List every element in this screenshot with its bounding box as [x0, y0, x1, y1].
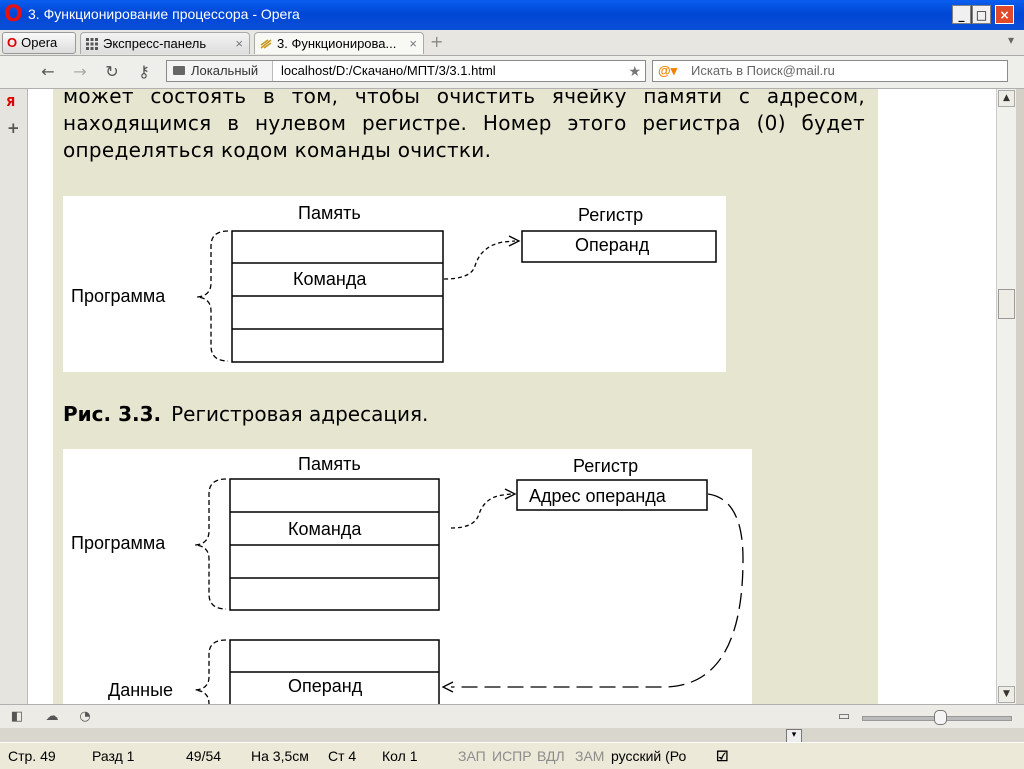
tab-label: 3. Функционирова... [277, 36, 397, 51]
url-text[interactable]: localhost/D:/Скачано/МПТ/3/3.1.html [281, 63, 496, 78]
window-title-bar: O 3. Функционирование процессора - Opera… [0, 0, 1024, 30]
navigation-bar: ← → ↻ ⚷ Локальный localhost/D:/Скачано/М… [0, 56, 1024, 89]
close-window-button[interactable]: × [995, 5, 1014, 24]
new-tab-button[interactable]: + [430, 32, 444, 51]
overtype-indicator[interactable]: ЗАМ [575, 748, 605, 764]
turbo-gauge-icon[interactable]: ◔ [79, 709, 91, 724]
cursor-position: На 3,5см [251, 748, 309, 764]
tab-speed-dial[interactable]: Экспресс-панель × [80, 32, 250, 54]
section-number: Разд 1 [92, 748, 135, 764]
tab-list-chevron-icon[interactable]: ▾ [1007, 33, 1014, 47]
view-mode-icon[interactable]: ▭ [837, 709, 851, 724]
close-tab-icon[interactable]: × [235, 36, 243, 51]
operand-data-cell: Операнд [288, 676, 363, 696]
memory-label: Память [298, 454, 361, 474]
memory-label: Память [298, 203, 361, 223]
spelling-check-icon[interactable]: ☑ [716, 748, 729, 764]
page-count: 49/54 [186, 748, 222, 764]
opera-o-icon: O [7, 35, 18, 50]
computer-icon [173, 66, 185, 75]
word-status-bar: Стр. 49 Разд 1 49/54 На 3,5см Ст 4 Кол 1… [0, 742, 1024, 769]
tab-current-page[interactable]: 3. Функционирова... × [254, 32, 424, 54]
minimize-button[interactable]: _ [952, 5, 971, 24]
local-label: Локальный [191, 63, 259, 78]
rec-indicator[interactable]: ЗАП [458, 748, 486, 764]
tab-label: Экспресс-панель [103, 36, 207, 51]
command-cell: Команда [288, 519, 362, 539]
zoom-slider-knob[interactable] [934, 710, 947, 725]
key-icon[interactable]: ⚷ [138, 62, 150, 81]
language-indicator[interactable]: русский (Ро [611, 748, 687, 764]
taskbar-strip: ▾ [0, 728, 1024, 742]
reload-icon[interactable]: ↻ [105, 62, 119, 81]
figure-register-addressing: Память Регистр Команда Операнд Программа [63, 196, 726, 372]
browser-status-bar: ◧ ☁ ◔ ▭ [0, 704, 1024, 729]
caption-number: Рис. 3.3. [63, 402, 162, 426]
panel-toggle-icon[interactable]: ◧ [10, 709, 24, 724]
page-number: Стр. 49 [8, 748, 56, 764]
register-label: Регистр [578, 205, 643, 225]
scroll-up-icon[interactable]: ▲ [998, 90, 1015, 107]
body-paragraph: может состоять в том, чтобы очистить яче… [63, 89, 865, 162]
window-title: 3. Функционирование процессора - Opera [28, 6, 300, 22]
window-edge [1016, 89, 1024, 704]
program-label: Программа [71, 286, 166, 306]
data-label: Данные [108, 680, 173, 700]
bookmark-star-icon[interactable]: ★ [628, 63, 641, 79]
close-tab-icon[interactable]: × [409, 36, 417, 51]
scrollbar-thumb[interactable] [998, 289, 1015, 319]
security-badge[interactable]: Локальный [167, 61, 273, 81]
register-label: Регистр [573, 456, 638, 476]
opera-unite-cloud-icon[interactable]: ☁ [45, 709, 59, 724]
article-body: может состоять в том, чтобы очистить яче… [53, 89, 878, 704]
chevron-down-icon[interactable]: ▾ [786, 729, 802, 742]
extend-indicator[interactable]: ВДЛ [537, 748, 565, 764]
operand-address-register-cell: Адрес операнда [529, 486, 667, 506]
mail-ru-search-icon: @▾ [658, 63, 678, 78]
caption-text: Регистровая адресация. [171, 402, 429, 426]
add-panel-icon[interactable]: + [7, 119, 20, 137]
figure-register-indirect-addressing: Память Регистр Команда Адрес операнда Пр… [63, 449, 752, 704]
forward-arrow-icon[interactable]: → [73, 62, 87, 81]
side-panel: Я + [0, 89, 28, 704]
figure-caption: Рис. 3.3. Регистровая адресация. [63, 402, 428, 426]
search-input[interactable]: @▾ Искать в Поиск@mail.ru [652, 60, 1008, 82]
vertical-scrollbar[interactable]: ▲ ▼ [996, 89, 1016, 704]
line-number: Ст 4 [328, 748, 357, 764]
speed-dial-grid-icon [86, 38, 98, 50]
command-cell: Команда [293, 269, 367, 289]
page-viewport: может состоять в том, чтобы очистить яче… [28, 89, 996, 704]
scroll-down-icon[interactable]: ▼ [998, 686, 1015, 703]
page-favicon-icon [260, 39, 272, 49]
operand-register-cell: Операнд [575, 235, 650, 255]
column-number: Кол 1 [382, 748, 418, 764]
maximize-button[interactable]: □ [972, 5, 991, 24]
track-changes-indicator[interactable]: ИСПР [492, 748, 532, 764]
yandex-icon[interactable]: Я [6, 95, 16, 109]
opera-menu-label: Opera [21, 35, 58, 50]
program-label: Программа [71, 533, 166, 553]
opera-logo-icon: O [4, 2, 23, 27]
back-arrow-icon[interactable]: ← [41, 62, 55, 81]
address-bar[interactable]: Локальный localhost/D:/Скачано/МПТ/3/3.1… [166, 60, 646, 82]
search-placeholder: Искать в Поиск@mail.ru [691, 63, 835, 78]
